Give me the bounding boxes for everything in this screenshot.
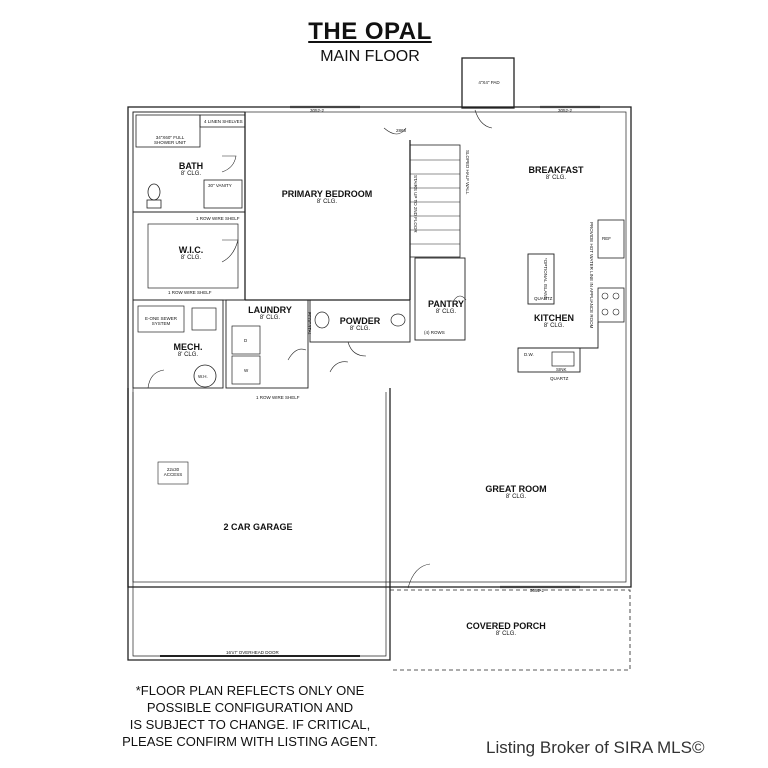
porch-outline (390, 589, 631, 671)
disclaimer-line-2: POSSIBLE CONFIGURATION AND (146, 700, 354, 715)
label-quartz-counter: QUARTZ (550, 376, 569, 381)
label-sink: SINK (556, 367, 567, 372)
room-covered-porch: COVERED PORCH (466, 621, 546, 631)
label-pedestal: PEDESTAL (307, 312, 312, 336)
room-powder: POWDER (339, 316, 381, 326)
room-bath-clg: 8' CLG. (180, 171, 202, 177)
label-ref: REF (602, 236, 611, 241)
room-powder-clg: 8' CLG. (349, 326, 371, 332)
label-sewer: E-ONE SEWER SYSTEM (144, 316, 177, 326)
room-primary-bedroom-clg: 8' CLG. (316, 199, 338, 205)
room-great-room: GREAT ROOM (485, 484, 547, 494)
exterior-wall (127, 106, 632, 588)
label-linen: 4 LINEN SHELVES (204, 119, 243, 124)
room-pantry: PANTRY (428, 299, 464, 309)
room-great-room-clg: 8' CLG. (505, 494, 527, 500)
listing-credit: Listing Broker of SIRA MLS© (486, 738, 705, 757)
pad-box (461, 57, 515, 109)
room-garage: 2 CAR GARAGE (223, 522, 293, 532)
disclaimer: *FLOOR PLAN REFLECTS ONLY ONE POSSIBLE C… (100, 682, 400, 750)
label-island: *OPTIONAL ISLAND (543, 258, 548, 300)
label-washer: W (244, 368, 249, 373)
label-quartz-island: QUARTZ (534, 296, 553, 301)
label-window-right: 3052-2 (558, 108, 573, 113)
room-pantry-clg: 8' CLG. (435, 309, 457, 315)
room-bath: BATH (178, 161, 204, 171)
room-breakfast-clg: 8' CLG. (545, 175, 567, 181)
room-kitchen: KITCHEN (534, 313, 574, 323)
room-wic-clg: 8' CLG. (180, 255, 202, 261)
label-door-2868: 2868 (396, 128, 407, 133)
label-stairs: STAIRS UP TO 2ND FLOOR (413, 175, 418, 233)
room-covered-porch-clg: 8' CLG. (495, 631, 517, 637)
room-kitchen-clg: 8' CLG. (543, 323, 565, 329)
room-laundry: LAUNDRY (248, 305, 292, 315)
disclaimer-line-3: IS SUBJECT TO CHANGE. IF CRITICAL, (129, 717, 371, 732)
room-breakfast: BREAKFAST (528, 165, 584, 175)
plan-subtitle: MAIN FLOOR (320, 48, 420, 65)
disclaimer-line-1: *FLOOR PLAN REFLECTS ONLY ONE (135, 683, 365, 698)
label-wh: W.H. (198, 374, 208, 379)
label-pantry-rows: (4) ROWS (424, 330, 445, 335)
label-access: 22x30 ACCESS (163, 467, 183, 477)
label-dryer: D (244, 338, 248, 343)
disclaimer-line-4: PLEASE CONFIRM WITH LISTING AGENT. (122, 734, 378, 749)
plan-title: THE OPAL (308, 18, 432, 45)
room-laundry-clg: 8' CLG. (259, 315, 281, 321)
garage-walls (127, 388, 391, 661)
label-window-left: 3052-2 (310, 108, 325, 113)
label-dw: D.W. (524, 352, 534, 357)
room-mech: MECH. (173, 342, 203, 352)
label-wire-shelf-bottom: 1 ROW WIRE SHELF (168, 290, 212, 295)
label-pad: 4"X4" PAD (478, 80, 500, 85)
label-half-wall: SLOPED HALF WALL (465, 150, 470, 195)
label-ref-note: PROVIDE HOT WATER LINE IN APPLIANCE ROOM (589, 222, 594, 329)
label-wire-shelf-laundry: 1 ROW WIRE SHELF (256, 395, 300, 400)
room-primary-bedroom: PRIMARY BEDROOM (281, 189, 373, 199)
label-overhead-door: 16'x7' OVERHEAD DOOR (226, 650, 279, 655)
room-wic: W.I.C. (178, 245, 204, 255)
label-vanity: 30" VANITY (208, 183, 232, 188)
room-mech-clg: 8' CLG. (177, 352, 199, 358)
label-shower: 34"X60" FULL SHOWER UNIT (154, 135, 186, 145)
label-wire-shelf-top: 1 ROW WIRE SHELF (196, 216, 240, 221)
label-window-porch: 3052-2 (530, 588, 545, 593)
